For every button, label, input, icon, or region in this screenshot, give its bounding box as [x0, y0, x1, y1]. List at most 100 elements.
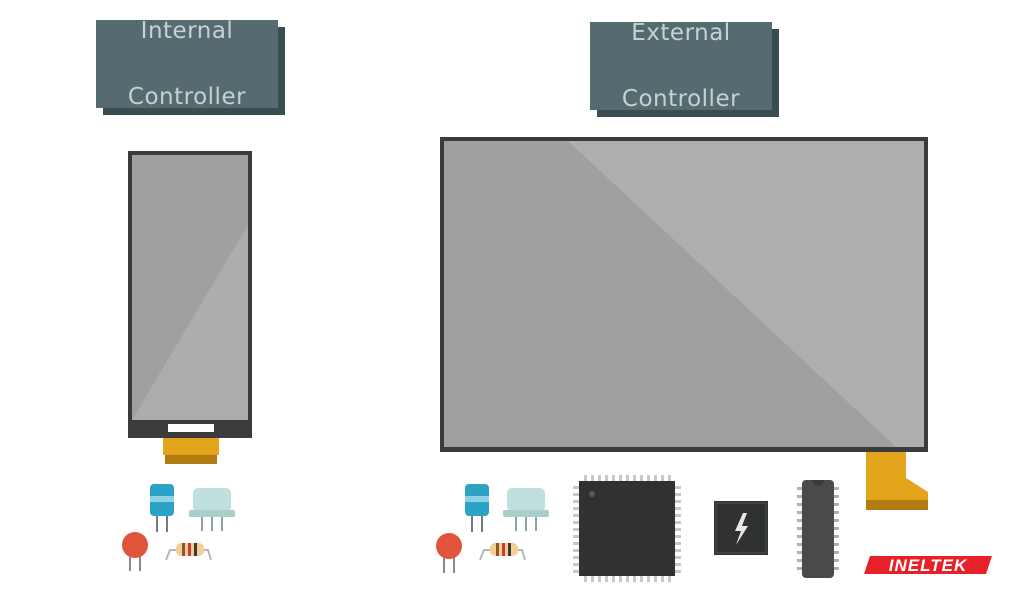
external-flex-cable: [866, 452, 928, 510]
chip-pin: [797, 535, 802, 538]
chip-pin: [619, 475, 622, 481]
chip-pin: [675, 493, 681, 496]
capacitor-icon: [150, 484, 174, 532]
chip-pin: [675, 535, 681, 538]
chip-pin: [675, 500, 681, 503]
chip-pin: [668, 475, 671, 481]
chip-pin: [834, 487, 839, 490]
chip-pin: [834, 543, 839, 546]
external-label-line2: Controller: [621, 85, 741, 112]
crystal-icon: [189, 488, 235, 531]
chip-pin: [675, 556, 681, 559]
chip-pin: [797, 551, 802, 554]
chip-pin: [675, 563, 681, 566]
chip-pin: [573, 549, 579, 552]
chip-pin: [797, 511, 802, 514]
power-chip-icon: [714, 501, 768, 555]
chip-pin: [834, 503, 839, 506]
resistor-icon: [479, 543, 526, 561]
chip-pin: [834, 527, 839, 530]
chip-pin: [573, 535, 579, 538]
chip-pin: [797, 519, 802, 522]
logo-text: INELTEK: [889, 556, 968, 575]
chip-pin: [647, 475, 650, 481]
chip-pin: [834, 511, 839, 514]
chip-pin: [584, 475, 587, 481]
chip-pin: [834, 551, 839, 554]
chip-pin: [797, 543, 802, 546]
ceramic-capacitor-icon: [436, 533, 462, 573]
capacitor-icon: [465, 484, 489, 532]
chip-pin: [584, 576, 587, 582]
chip-pin: [573, 521, 579, 524]
chip-pin: [834, 519, 839, 522]
chip-pin: [654, 475, 657, 481]
ineltek-logo: INELTEK: [864, 556, 992, 575]
chip-pin: [675, 549, 681, 552]
chip-pin: [612, 576, 615, 582]
chip-pin: [675, 514, 681, 517]
chip-pin: [573, 556, 579, 559]
chip-pin: [573, 528, 579, 531]
chip-pin: [591, 576, 594, 582]
chip-pin: [573, 493, 579, 496]
chip-pin: [834, 495, 839, 498]
external-components: [436, 475, 839, 582]
chip-pin: [834, 559, 839, 562]
internal-label-line2: Controller: [127, 83, 247, 110]
ceramic-capacitor-icon: [122, 532, 148, 571]
dip-chip-icon: [797, 480, 839, 578]
chip-pin: [573, 570, 579, 573]
chip-pin: [797, 559, 802, 562]
chip-pin: [573, 507, 579, 510]
internal-label-line1: Internal: [140, 17, 234, 44]
chip-pin: [573, 486, 579, 489]
chip-pin: [640, 576, 643, 582]
chip-pin: [675, 570, 681, 573]
internal-controller-label: Internal Controller: [96, 18, 278, 110]
chip-pin: [797, 567, 802, 570]
controller-chip-icon: [573, 475, 681, 582]
chip-pin: [598, 576, 601, 582]
chip-pin: [834, 535, 839, 538]
chip-pin: [797, 487, 802, 490]
chip-pin: [661, 576, 664, 582]
crystal-icon: [503, 488, 549, 531]
chip-pin: [675, 528, 681, 531]
chip-pin: [640, 475, 643, 481]
external-label-line1: External: [631, 19, 731, 46]
chip-pin: [661, 475, 664, 481]
chip-pin: [605, 475, 608, 481]
chip-pin: [675, 507, 681, 510]
internal-display: [128, 151, 252, 464]
chip-pin: [654, 576, 657, 582]
internal-display-controller-pad: [168, 424, 214, 432]
chip-pin: [797, 527, 802, 530]
chip-pin: [612, 475, 615, 481]
chip-pin: [797, 495, 802, 498]
internal-components: [122, 484, 235, 571]
chip-pin: [633, 576, 636, 582]
external-controller-label: External Controller: [590, 20, 772, 112]
lightning-icon: [735, 513, 748, 545]
chip-pin: [675, 486, 681, 489]
chip-pin: [598, 475, 601, 481]
chip-pin: [647, 576, 650, 582]
chip-pin: [675, 521, 681, 524]
external-display: [440, 137, 928, 510]
chip-pin: [626, 475, 629, 481]
chip-pin: [605, 576, 608, 582]
chip-pin: [573, 500, 579, 503]
chip-pin: [668, 576, 671, 582]
chip-pin: [834, 567, 839, 570]
chip-pin: [591, 475, 594, 481]
chip-pin: [573, 542, 579, 545]
resistor-icon: [165, 543, 212, 561]
chip-pin: [797, 503, 802, 506]
internal-flex-cable: [163, 438, 219, 455]
chip-pin: [675, 542, 681, 545]
chip-pin: [573, 514, 579, 517]
chip-pin: [633, 475, 636, 481]
